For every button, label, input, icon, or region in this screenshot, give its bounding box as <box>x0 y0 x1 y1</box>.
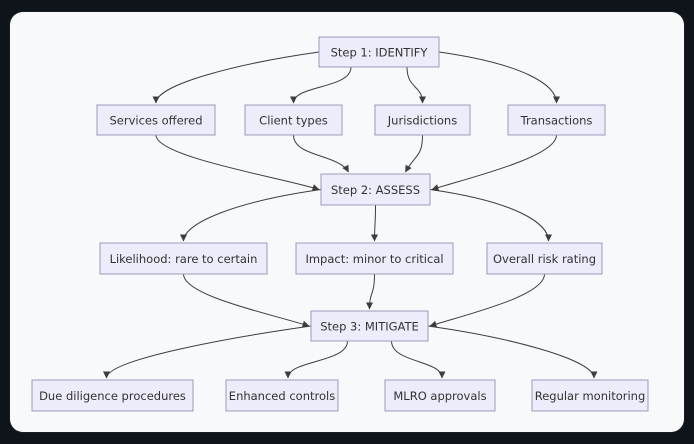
edge-mitigate-to-regular <box>427 325 598 379</box>
node-box <box>486 242 603 275</box>
node-label: Jurisdictions <box>387 114 457 128</box>
node-overall: Overall risk rating <box>486 242 603 275</box>
node-label: Step 3: MITIGATE <box>320 320 419 334</box>
node-box <box>295 242 454 275</box>
edge-mitigate-to-mlro <box>391 340 446 379</box>
edge-overall-to-mitigate <box>429 273 545 328</box>
node-label: Regular monitoring <box>535 389 646 403</box>
node-label: Overall risk rating <box>493 252 596 266</box>
node-label: Impact: minor to critical <box>305 252 443 266</box>
edge-identify-to-transactions <box>438 51 560 104</box>
edge-layer <box>103 51 598 379</box>
node-box <box>318 36 440 68</box>
edge-identify-to-clients <box>290 66 352 104</box>
node-likelihood: Likelihood: rare to certain <box>99 242 268 275</box>
edge-impact-to-mitigate <box>366 273 375 310</box>
node-box <box>310 310 429 342</box>
edge-identify-to-jurisdictions <box>406 66 426 104</box>
node-label: Services offered <box>109 114 202 128</box>
edge-assess-to-overall <box>429 189 552 242</box>
edge-likelihood-to-mitigate <box>183 273 310 328</box>
node-regular: Regular monitoring <box>531 379 649 412</box>
edge-clients-to-assess <box>293 134 349 173</box>
node-box <box>99 242 268 275</box>
node-enhanced: Enhanced controls <box>225 379 339 412</box>
node-label: Enhanced controls <box>229 389 335 403</box>
node-box <box>531 379 649 412</box>
node-box <box>225 379 339 412</box>
node-box <box>244 104 343 136</box>
node-label: Step 1: IDENTIFY <box>331 46 429 60</box>
node-clients: Client types <box>244 104 343 136</box>
node-label: Likelihood: rare to certain <box>110 252 258 266</box>
node-box <box>384 379 496 412</box>
edge-assess-to-impact <box>371 204 379 242</box>
diagram-canvas <box>10 12 684 432</box>
node-layer: Step 1: IDENTIFY Services offered Client t… <box>31 36 649 412</box>
node-box <box>374 104 471 136</box>
edge-services-to-assess <box>155 134 320 191</box>
edge-identify-to-services <box>152 51 320 104</box>
node-jurisdictions: Jurisdictions <box>374 104 471 136</box>
node-due: Due diligence procedures <box>31 379 194 412</box>
node-transactions: Transactions <box>507 104 606 136</box>
node-label: MLRO approvals <box>393 389 486 403</box>
node-services: Services offered <box>96 104 216 136</box>
node-identify: Step 1: IDENTIFY <box>318 36 440 68</box>
edge-jurisdictions-to-assess <box>405 134 423 173</box>
node-box <box>31 379 194 412</box>
node-label: Due diligence procedures <box>39 389 186 403</box>
node-impact: Impact: minor to critical <box>295 242 454 275</box>
node-box <box>96 104 216 136</box>
node-box <box>507 104 606 136</box>
edge-assess-to-likelihood <box>180 189 322 242</box>
edge-mitigate-to-enhanced <box>284 340 348 379</box>
node-mlro: MLRO approvals <box>384 379 496 412</box>
node-label: Transactions <box>520 114 593 128</box>
node-box <box>320 173 431 206</box>
edge-mitigate-to-due <box>103 325 312 379</box>
node-mitigate: Step 3: MITIGATE <box>310 310 429 342</box>
node-assess: Step 2: ASSESS <box>320 173 431 206</box>
node-label: Client types <box>259 114 328 128</box>
edge-transactions-to-assess <box>431 134 557 191</box>
node-label: Step 2: ASSESS <box>331 183 420 197</box>
